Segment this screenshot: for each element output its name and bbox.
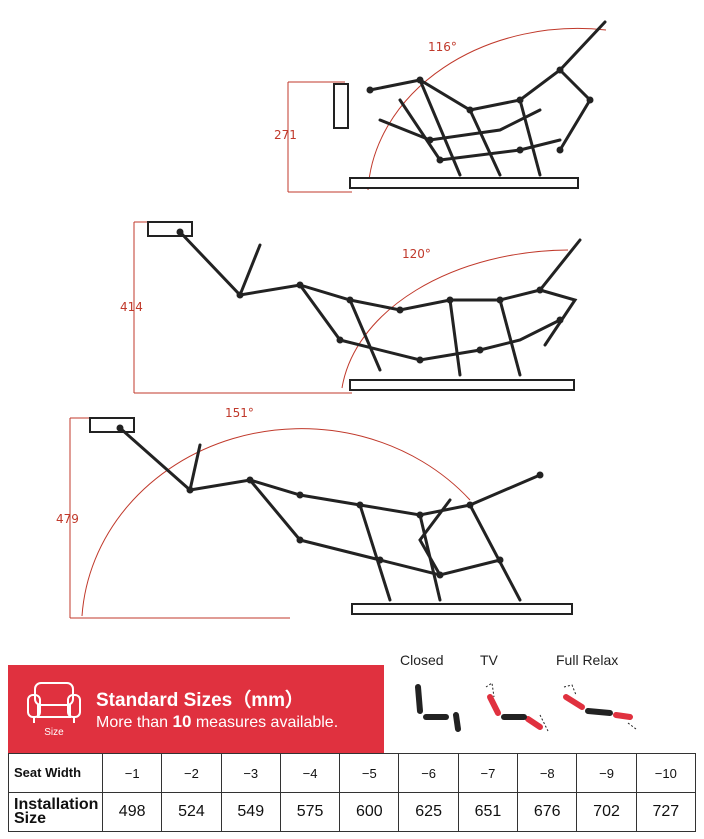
full-relax-position-icon [563,684,637,730]
full-relax-position-label: Full Relax [556,652,619,668]
sizes-table: Seat Width −1 −2 −3 −4 −5 −6 −7 −8 −9 −1… [8,753,697,832]
closed-position-label: Closed [400,652,444,668]
installation-size-cell: 575 [279,792,341,832]
closed-angle-label: 116° [428,40,457,54]
installation-size-cell: 651 [457,792,519,832]
seat-width-cell: −8 [517,753,578,793]
subtitle-prefix: More than [96,714,173,731]
tv-position-label: TV [480,652,498,668]
seat-width-cell: −2 [161,753,222,793]
size-caption: Size [44,727,64,738]
full-relax-mechanism [89,417,573,615]
full-relax-angle-label: 151° [225,406,254,420]
tv-height-label: 414 [120,300,143,314]
installation-size-cell: 625 [398,792,459,832]
seat-width-cell: −4 [279,753,341,793]
installation-size-header: Installation Size [8,792,103,832]
seat-width-cell: −3 [220,753,281,793]
banner-subtitle: More than 10 measures available. [96,712,338,732]
installation-size-cell: 498 [101,792,163,832]
subtitle-suffix: measures available. [191,714,339,731]
measure-count: 10 [172,712,192,731]
seat-width-cell: −1 [101,753,163,793]
installation-size-cell: 524 [161,792,222,832]
mechanism-diagram [69,20,607,619]
banner-title: Standard Sizes（mm） [96,690,304,711]
installation-size-row: Installation Size 498 524 549 575 600 62… [8,792,697,832]
seat-width-cell: −5 [339,753,400,793]
installation-size-cell: 676 [517,792,578,832]
installation-size-cell: 600 [339,792,400,832]
seat-width-row: Seat Width −1 −2 −3 −4 −5 −6 −7 −8 −9 −1… [8,753,697,793]
installation-size-cell: 549 [220,792,281,832]
seat-width-cell: −9 [576,753,637,793]
closed-height-label: 271 [274,128,297,142]
closed-position-icon [415,684,461,732]
tv-mechanism [147,221,582,391]
seat-width-header: Seat Width [8,753,103,793]
installation-size-cell: 702 [576,792,637,832]
full-relax-height-label: 479 [56,512,79,526]
sofa-icon: Size [26,675,82,739]
standard-sizes-banner: Size Standard Sizes（mm） More than 10 mea… [8,665,384,753]
tv-angle-label: 120° [402,247,431,261]
seat-width-cell: −7 [457,753,519,793]
closed-mechanism [333,20,607,189]
installation-size-cell: 727 [635,792,697,832]
tv-position-icon [485,682,549,732]
seat-width-cell: −10 [635,753,697,793]
seat-width-cell: −6 [398,753,459,793]
